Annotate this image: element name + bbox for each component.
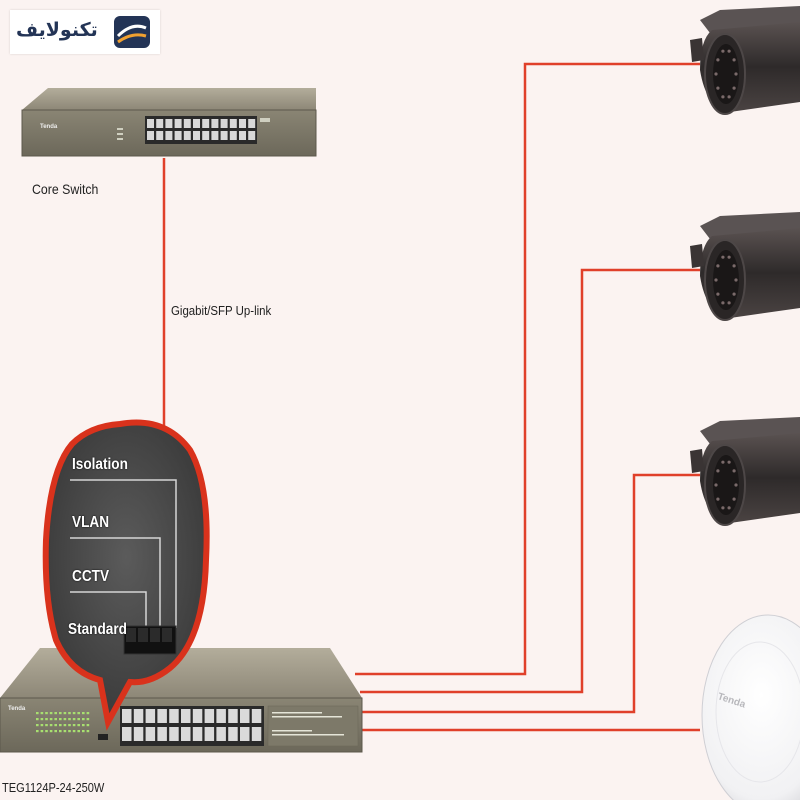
- network-links: [162, 62, 700, 732]
- camera-2-link: [360, 268, 700, 694]
- mode-selector-lines: [70, 479, 177, 628]
- core-switch: Tenda: [21, 88, 317, 157]
- mode-cctv-label: CCTV: [72, 568, 110, 585]
- camera-1-link: [355, 62, 700, 676]
- tecnolife-logo: تکنولایف: [10, 10, 160, 54]
- core-switch-label: Core Switch: [32, 181, 99, 197]
- access-point: Tenda: [701, 614, 800, 800]
- access-point-icon: [702, 615, 703, 616]
- cctv-camera-icon: [690, 6, 800, 115]
- access-switch-model-label: TEG1124P-24-250W: [2, 780, 105, 795]
- cctv-camera-icon: [690, 212, 800, 321]
- uplink-label: Gigabit/SFP Up-link: [171, 303, 272, 318]
- camera-3-link: [362, 473, 700, 714]
- mode-callout: [42, 419, 210, 731]
- access-switch-leds: [36, 712, 90, 733]
- mode-standard-label: Standard: [68, 621, 127, 638]
- logo-text: تکنولایف: [16, 19, 98, 41]
- core-switch-brand: Tenda: [40, 124, 58, 130]
- mode-vlan-label: VLAN: [72, 514, 110, 531]
- mode-isolation-label: Isolation: [72, 456, 128, 473]
- cctv-camera-icon: [690, 417, 800, 526]
- mode-selector-switch: [123, 625, 177, 655]
- access-switch: Tenda: [0, 648, 363, 753]
- core-switch-ports: [145, 116, 257, 144]
- tecnolife-logo-icon: [114, 16, 150, 48]
- access-switch-brand: Tenda: [8, 706, 26, 712]
- core-switch-leds: [117, 128, 123, 140]
- access-switch-ports: [120, 706, 264, 746]
